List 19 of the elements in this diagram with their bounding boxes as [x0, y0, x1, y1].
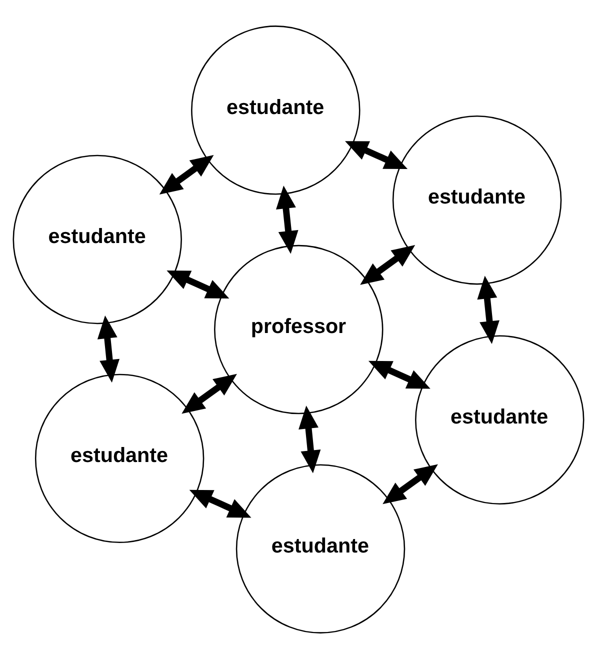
arrow — [477, 276, 500, 344]
arrow — [97, 316, 120, 383]
arrow — [182, 374, 237, 414]
node-circle: estudante — [392, 115, 562, 285]
node-circle: estudante — [236, 464, 406, 634]
node-circle: estudante — [34, 374, 204, 544]
node-circle: estudante — [12, 154, 182, 324]
arrow — [159, 155, 214, 194]
arrow — [276, 186, 298, 254]
node-circle: professor — [214, 244, 384, 414]
arrow — [382, 464, 438, 504]
arrow — [368, 360, 430, 389]
arrow — [298, 406, 321, 474]
arrow — [189, 490, 252, 518]
node-circle: estudante — [191, 26, 360, 195]
arrow — [360, 245, 416, 285]
arrow — [166, 270, 230, 298]
node-circle: estudante — [415, 335, 584, 504]
arrow — [345, 141, 408, 170]
